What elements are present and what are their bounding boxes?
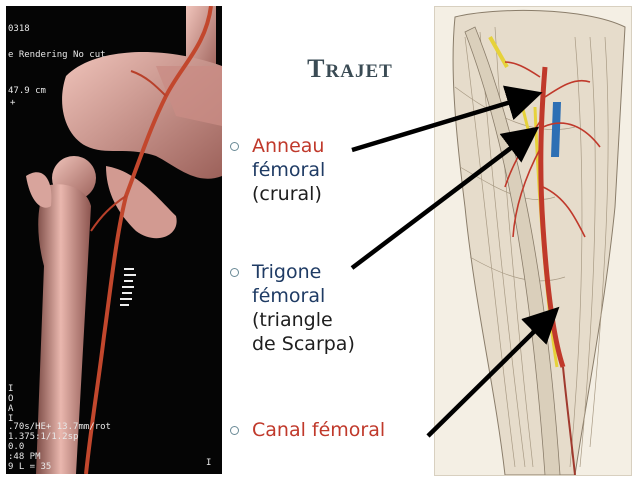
bullet-marker [230,268,239,277]
arrow-anneau [351,85,543,153]
pubis-shape [106,166,177,239]
arrow-canal [426,306,560,438]
bullet-line: Canal fémoral [252,419,386,441]
ct-param-text: 9 L = 35 [8,462,52,472]
nerve-top [488,36,509,68]
trochanter-shape [26,172,52,208]
bullet-line: (triangle [252,309,333,331]
femoral-vein [551,102,561,157]
ct-rendering-graphic [26,6,222,474]
bullet-text: Trigone fémoral (triangle de Scarpa) [252,260,355,356]
ct-side-label: I [8,414,14,424]
title-rest: RAJET [325,61,393,82]
bullet-line: (crural) [252,183,322,205]
ct-mode-text: e Rendering No cut [8,50,106,60]
ct-side-label: O [8,394,14,404]
ct-param-text: .70s/HE+ 13.7mm/rot [8,422,111,432]
title-first-letter: T [307,54,326,83]
bullet-text: Canal fémoral [252,418,385,442]
ct-size-text: 47.9 cm [8,86,46,96]
artery-branch [130,70,167,97]
arrow-trigone [350,126,540,270]
ct-param-text: 0.0 [8,442,25,452]
bullet-line: fémoral [252,159,326,181]
anatomy-drawing [434,6,632,476]
bullet-text: Anneau fémoral (crural) [252,134,325,206]
ct-scan-image: 0318 e Rendering No cut 47.9 cm + I O A … [6,6,222,474]
artery-branch [90,195,127,232]
bullet-marker [230,142,239,151]
bullet-line: de Scarpa) [252,333,355,355]
ct-side-label: A [8,404,14,414]
ct-id-text: 0318 [8,24,30,34]
ct-param-text: :48 PM [8,452,41,462]
ct-plus-mark: + [10,98,16,108]
ct-corner-mark: I [206,458,212,468]
slide-title: TRAJET [280,54,420,84]
bullet-line: Trigone [252,261,322,283]
bullet-line: Anneau [252,135,325,157]
ct-param-text: 1.375:1/1.2sp [8,432,79,442]
popliteal-artery [562,366,576,475]
surgical-clips [120,268,136,306]
femur-shape [36,184,91,474]
ct-side-label: I [8,384,14,394]
bullet-marker [230,426,239,435]
bullet-line: fémoral [252,285,326,307]
